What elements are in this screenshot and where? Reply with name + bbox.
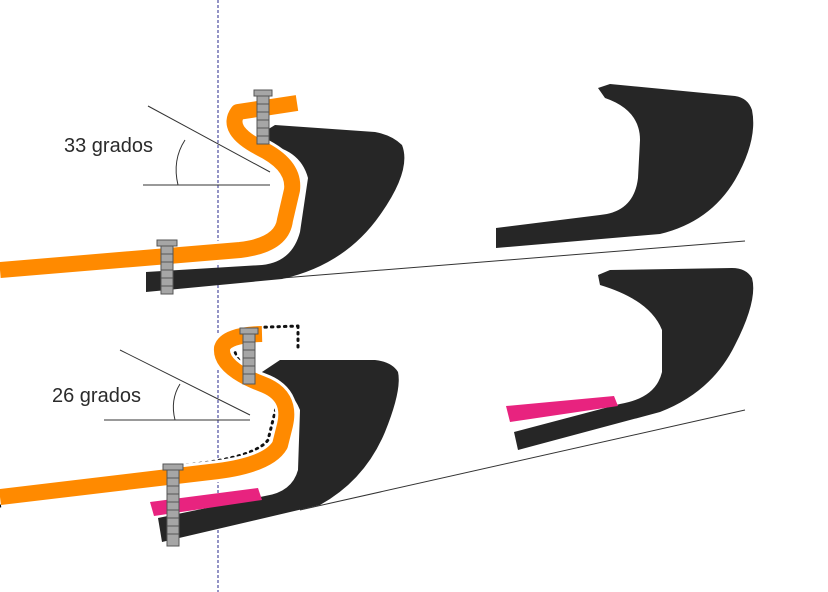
bottom-orange-band <box>0 326 295 505</box>
bottom-right-pink-shim <box>506 396 618 422</box>
top-left-bracket <box>146 125 405 292</box>
bolt-icon <box>253 89 273 145</box>
top-reference-line <box>281 240 746 279</box>
bottom-right-bracket <box>514 268 754 450</box>
angle-label-top: 33 grados <box>64 135 153 157</box>
top-right-bracket <box>496 84 754 248</box>
top-angle-arc <box>175 139 186 186</box>
bottom-left-bracket <box>158 360 399 542</box>
top-left-assembly: 33 grados <box>0 89 746 295</box>
bottom-reference-line <box>299 409 746 511</box>
bottom-angle-arm <box>119 349 251 416</box>
bottom-left-assembly: 26 grados <box>0 323 746 547</box>
bolt-icon <box>162 463 184 547</box>
bolt-icon <box>239 327 259 385</box>
angle-label-bottom: 26 grados <box>52 385 141 407</box>
top-orange-band <box>0 95 301 278</box>
bottom-angle-arc <box>172 383 181 421</box>
bolt-icon <box>156 239 178 295</box>
top-angle-arm <box>147 105 271 173</box>
